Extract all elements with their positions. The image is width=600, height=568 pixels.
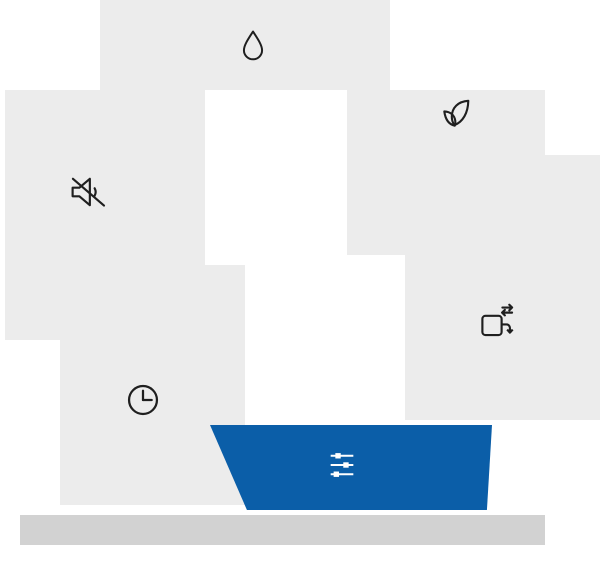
water-drop-icon — [236, 27, 270, 61]
tile-water[interactable] — [100, 0, 390, 90]
clock-icon — [125, 382, 161, 418]
leaf-eco-icon — [438, 96, 474, 132]
speaker-muted-icon — [68, 174, 108, 211]
base-bar — [20, 515, 545, 545]
sliders-icon — [325, 448, 359, 482]
tile-transfer[interactable] — [405, 155, 600, 420]
appliance-transfer-icon — [477, 302, 517, 342]
active-settings-tile[interactable] — [210, 425, 492, 510]
tile-timer[interactable] — [60, 265, 245, 505]
